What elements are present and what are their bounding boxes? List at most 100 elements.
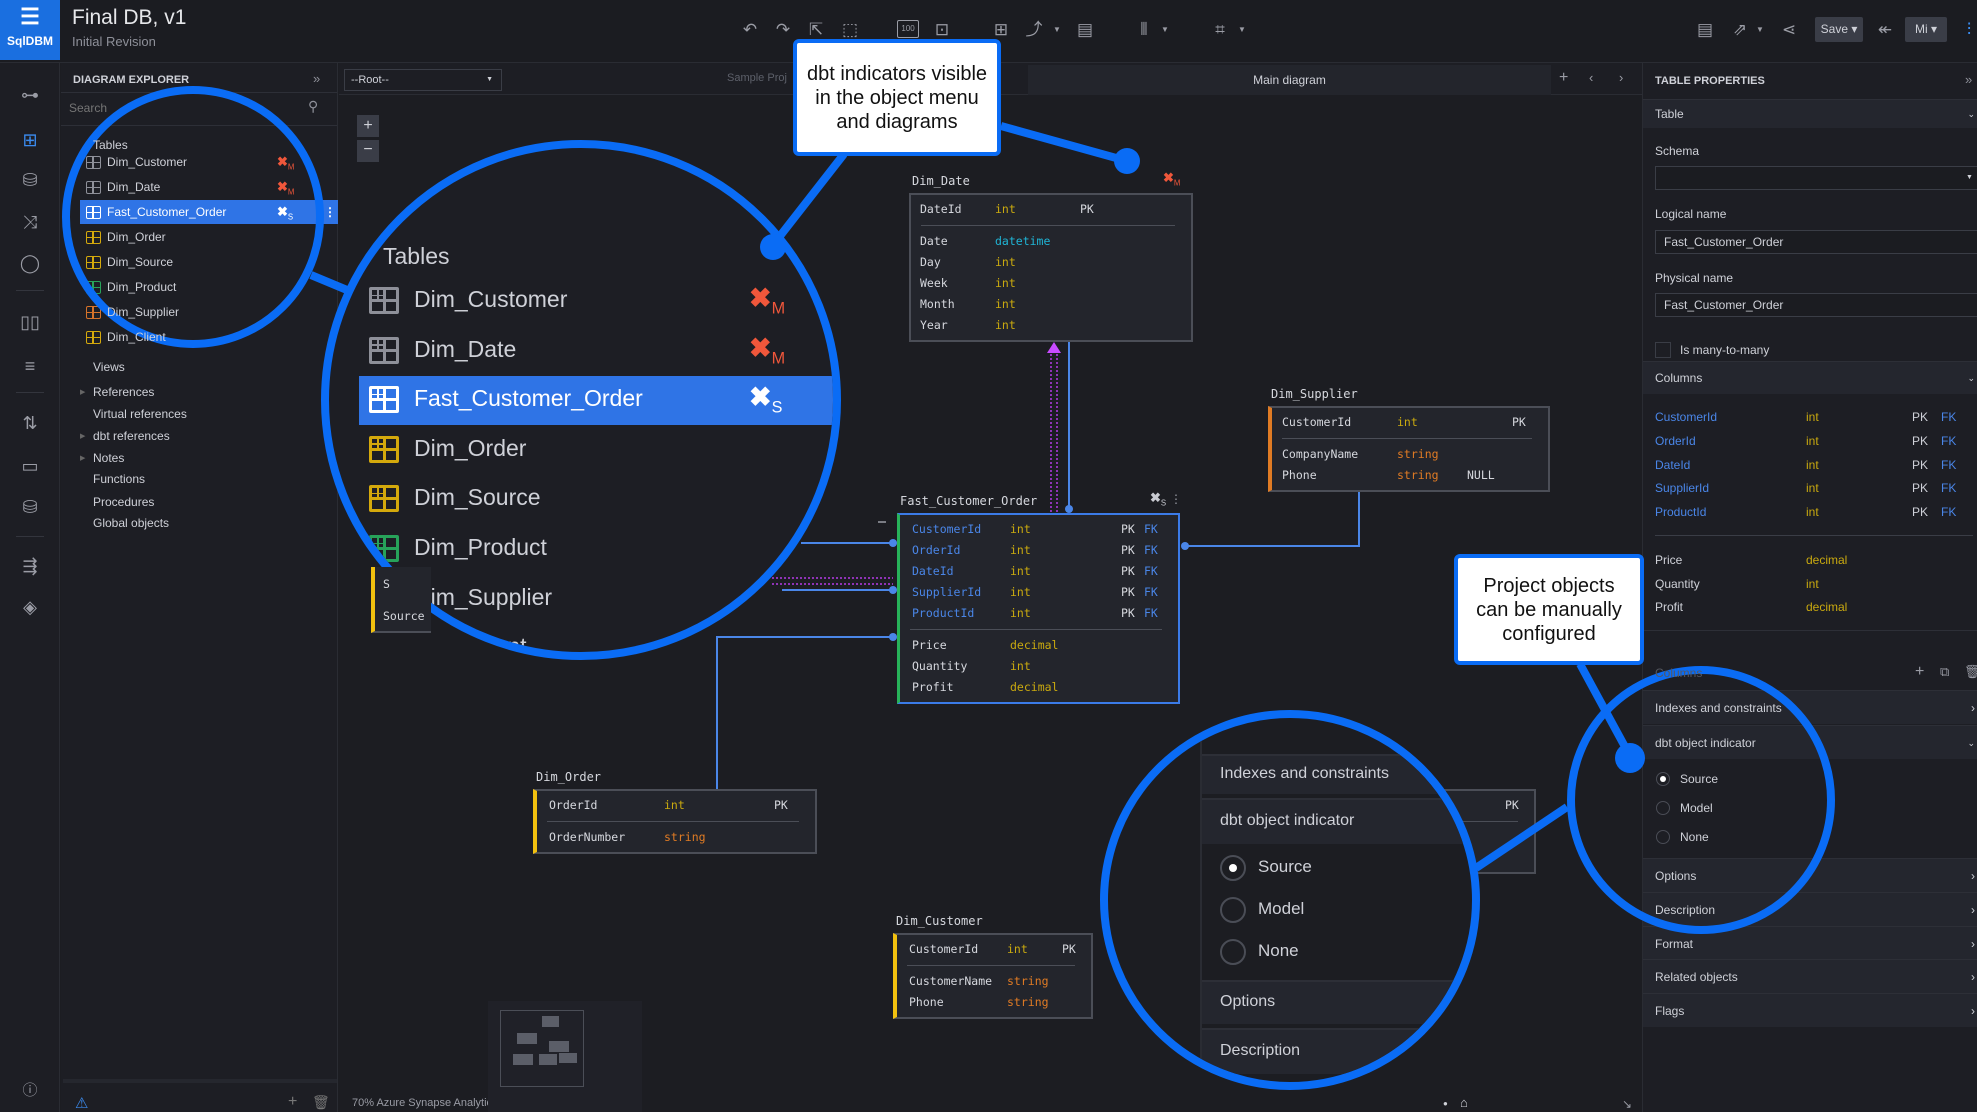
columns-section-header[interactable]: Columns⌄ xyxy=(1643,361,1977,394)
dbt-option-label[interactable]: Source xyxy=(1680,772,1719,786)
property-column-name[interactable]: OrderId xyxy=(1655,433,1696,448)
add-column-icon[interactable]: + xyxy=(1915,663,1925,680)
zoom-100-button[interactable]: 100 xyxy=(897,20,919,38)
collapse-explorer-icon[interactable]: » xyxy=(313,71,321,86)
tab-main-diagram[interactable]: Main diagram xyxy=(1028,65,1551,95)
many-to-many-checkbox[interactable] xyxy=(1655,342,1671,358)
more-options-icon[interactable]: ⋮ xyxy=(324,205,336,219)
settings-sliders-icon[interactable]: ⫶ xyxy=(1966,20,1972,39)
hierarchy-icon[interactable]: ⊶ xyxy=(21,85,39,105)
explorer-section-references[interactable]: References xyxy=(93,385,155,399)
arrows-icon[interactable]: ⇶ xyxy=(22,556,38,576)
display-options-icon[interactable]: ⫴ xyxy=(1140,20,1148,39)
search-icon[interactable]: ⚲ xyxy=(308,98,319,114)
frame-icon[interactable]: ⌗ xyxy=(1215,20,1225,39)
table-title[interactable]: Fast_Customer_Order xyxy=(900,494,1038,508)
table-title[interactable]: Dim_Order xyxy=(536,770,602,784)
compare-icon[interactable]: ⇅ xyxy=(22,413,38,433)
previous-tab-icon[interactable]: ‹ xyxy=(1589,70,1594,85)
script-icon[interactable]: ▭ xyxy=(21,456,39,476)
user-menu-button[interactable]: Mi ▾ xyxy=(1905,17,1947,42)
tab-sample-project[interactable]: Sample Proj xyxy=(727,72,787,84)
shuffle-icon[interactable]: ⤨ xyxy=(22,212,38,232)
document-icon[interactable]: ▤ xyxy=(1696,20,1714,39)
zoom-out-button[interactable]: − xyxy=(357,140,379,162)
revert-icon[interactable]: ↞ xyxy=(1877,20,1893,39)
text-format-icon[interactable]: ≡ xyxy=(24,356,36,376)
property-column-name[interactable]: CustomerId xyxy=(1655,410,1718,424)
explorer-table-item[interactable]: Dim_Supplier xyxy=(80,300,338,324)
minimap-frame[interactable] xyxy=(500,1010,584,1087)
zoom-in-button[interactable]: + xyxy=(357,115,379,137)
expand-caret-icon[interactable]: ▶ xyxy=(80,455,86,462)
minimap-panel[interactable] xyxy=(488,1001,642,1112)
physical-name-input[interactable] xyxy=(1655,293,1977,317)
frame-dropdown-icon[interactable]: ▼ xyxy=(1238,25,1246,34)
save-button[interactable]: Save ▾ xyxy=(1815,17,1863,42)
explorer-section-notes[interactable]: Notes xyxy=(93,451,125,465)
root-select[interactable]: --Root--▼ xyxy=(344,69,502,91)
collapse-properties-icon[interactable]: » xyxy=(1965,72,1973,87)
explorer-table-item[interactable]: Dim_Client xyxy=(80,325,338,349)
logical-name-input[interactable] xyxy=(1655,230,1977,254)
select-area-icon[interactable]: ⬚ xyxy=(841,20,859,39)
property-column-name[interactable]: Quantity xyxy=(1655,576,1700,591)
dbt-option-label[interactable]: None xyxy=(1680,830,1709,844)
home-icon[interactable]: ⌂ xyxy=(1460,1095,1468,1110)
property-column-name[interactable]: Profit xyxy=(1655,600,1684,615)
section-header-related-objects[interactable]: Related objects› xyxy=(1643,959,1977,993)
expand-caret-icon[interactable]: ▶ xyxy=(80,433,86,440)
section-header-flags[interactable]: Flags› xyxy=(1643,993,1977,1027)
relationship-dropdown-icon[interactable]: ▼ xyxy=(1053,25,1061,34)
explorer-search-input[interactable] xyxy=(69,95,304,121)
pointer-icon[interactable]: ⇱ xyxy=(808,20,824,39)
more-options-icon[interactable]: ⋮ xyxy=(1170,492,1182,506)
export-dropdown-icon[interactable]: ▼ xyxy=(1756,25,1764,34)
explorer-section-functions[interactable]: Functions xyxy=(93,472,146,486)
delete-column-icon[interactable]: 🗑 xyxy=(1964,664,1977,679)
diagram-table-fragment[interactable]: S Source xyxy=(371,567,431,633)
property-column-name[interactable]: Price xyxy=(1655,553,1683,567)
explorer-section-procedures[interactable]: Procedures xyxy=(93,495,155,509)
table-section-header[interactable]: Table⌄ xyxy=(1643,99,1977,128)
add-note-icon[interactable]: ▤ xyxy=(1076,20,1094,39)
database-export-icon[interactable]: ⛁ xyxy=(22,497,38,517)
dbt-reference-line[interactable] xyxy=(772,577,893,585)
book-icon[interactable]: ▯▯ xyxy=(20,312,40,332)
explorer-section-dbt-references[interactable]: dbt references xyxy=(93,429,170,443)
property-column-name[interactable]: SupplierId xyxy=(1655,481,1710,496)
add-table-icon[interactable]: ⊞ xyxy=(993,20,1009,39)
relationship-order-fco[interactable] xyxy=(716,636,893,789)
comment-icon[interactable]: ◯ xyxy=(19,253,41,273)
redo-icon[interactable]: ↷ xyxy=(775,20,791,39)
explorer-section-global-objects[interactable]: Global objects xyxy=(93,516,170,530)
copy-column-icon[interactable]: ⧉ xyxy=(1940,664,1950,679)
trash-icon[interactable]: 🗑 xyxy=(312,1094,330,1110)
table-title[interactable]: Dim_Supplier xyxy=(1271,387,1358,401)
property-column-name[interactable]: ProductId xyxy=(1655,505,1707,520)
layers-icon[interactable]: ◈ xyxy=(23,597,37,617)
diagram-tables-icon[interactable]: ⊞ xyxy=(22,130,38,150)
next-tab-icon[interactable]: › xyxy=(1619,70,1624,85)
fit-to-screen-icon[interactable]: ⊡ xyxy=(934,20,950,39)
